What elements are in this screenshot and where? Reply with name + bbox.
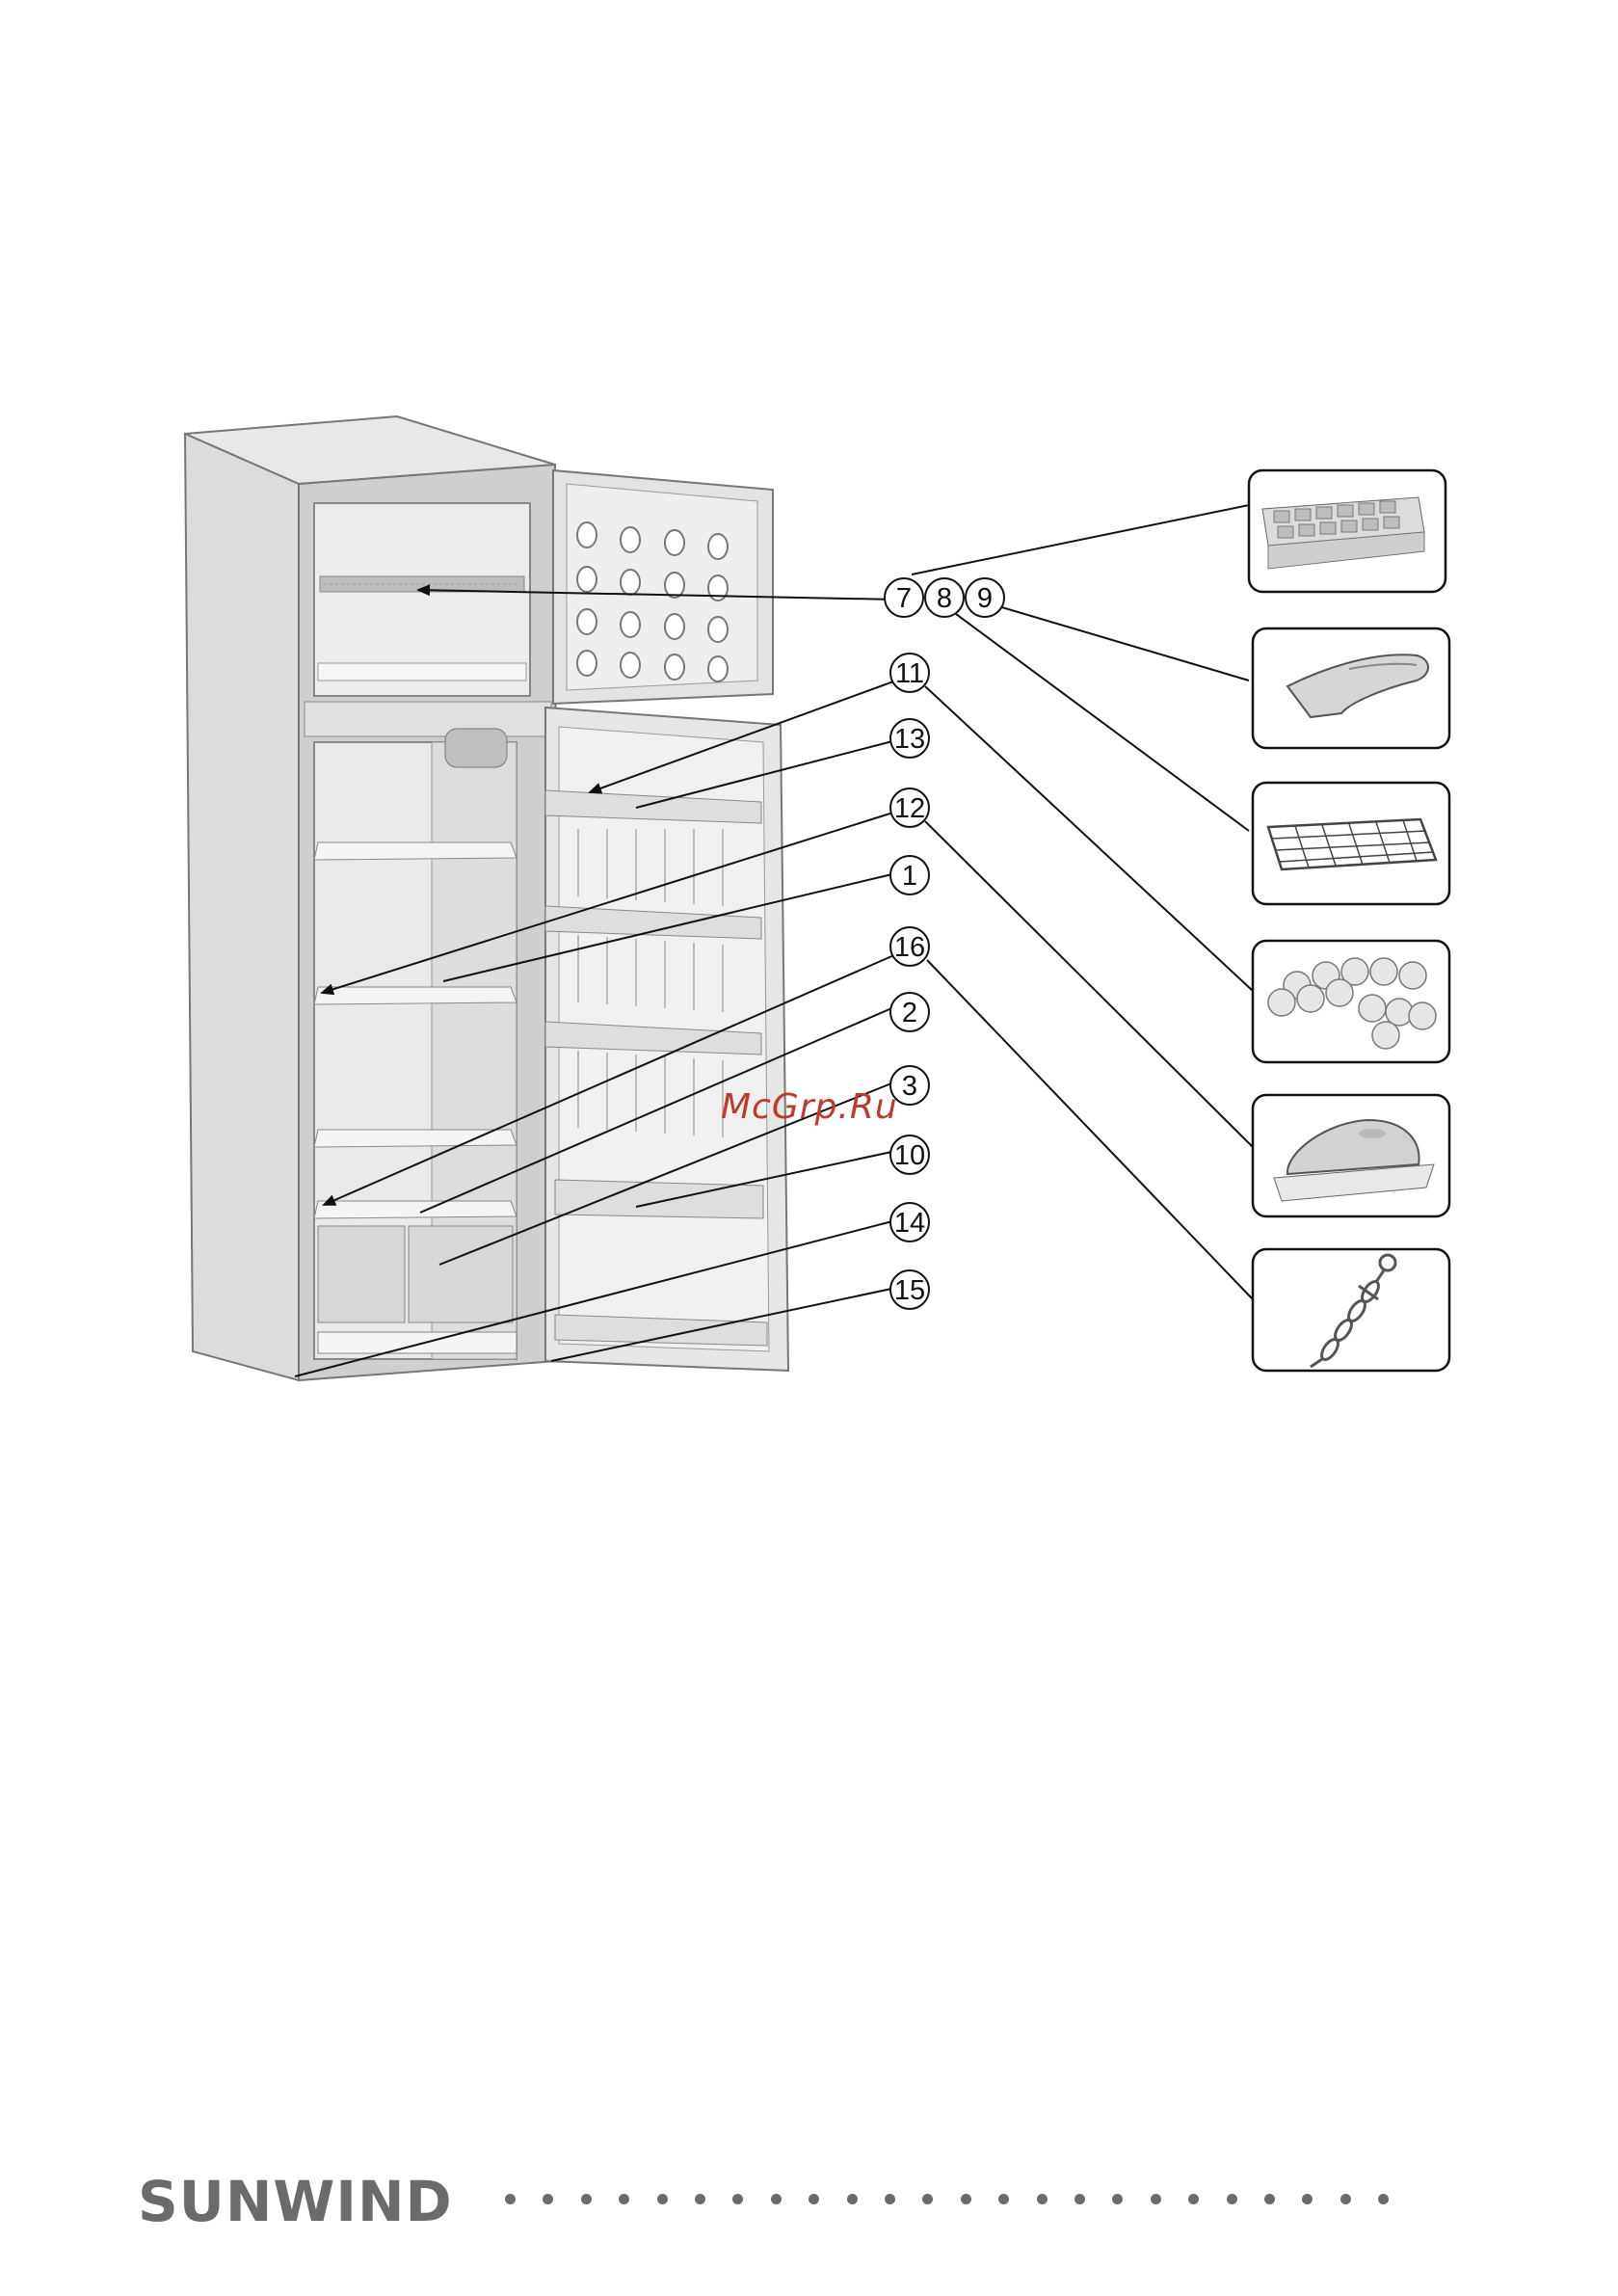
- divider-dot: [885, 2194, 895, 2204]
- divider-dot: [771, 2194, 782, 2204]
- callout-label: 7: [896, 583, 912, 614]
- divider-dot: [1264, 2194, 1275, 2204]
- callout-label: 14: [894, 1208, 925, 1239]
- divider-dot: [1112, 2194, 1123, 2204]
- divider-dot: [543, 2194, 553, 2204]
- divider-dot: [1188, 2194, 1199, 2204]
- callout-label: 2: [902, 998, 917, 1028]
- callout-9: 9: [966, 578, 1004, 617]
- callout-15: 15: [890, 1270, 929, 1309]
- callout-16: 16: [890, 927, 929, 966]
- divider-dot: [1227, 2194, 1237, 2204]
- callout-11: 11: [890, 654, 929, 692]
- callout-14: 14: [890, 1203, 929, 1241]
- callout-label: 10: [894, 1140, 925, 1171]
- watermark: McGrp.Ru: [721, 1087, 898, 1127]
- accessory-bottle-holder-chain: [1253, 1249, 1449, 1371]
- brand-logo: SUNWIND: [138, 2169, 453, 2234]
- callout-10: 10: [890, 1135, 929, 1174]
- callout-1: 1: [890, 856, 929, 894]
- refrigerator-body: [185, 416, 557, 1380]
- callout-label: 15: [894, 1275, 925, 1306]
- divider-dot: [922, 2194, 933, 2204]
- accessory-wire-rack: [1253, 783, 1449, 904]
- divider-dot: [1302, 2194, 1313, 2204]
- divider-dot: [505, 2194, 516, 2204]
- divider-dot: [998, 2194, 1009, 2204]
- divider-dot: [581, 2194, 592, 2204]
- callout-2: 2: [890, 993, 929, 1031]
- callout-label: 9: [977, 583, 993, 614]
- callout-label: 3: [902, 1071, 917, 1102]
- fridge-door: [545, 707, 788, 1371]
- divider-dot: [1074, 2194, 1085, 2204]
- divider-dot: [1037, 2194, 1048, 2204]
- divider-dot: [619, 2194, 629, 2204]
- callout-8: 8: [925, 578, 964, 617]
- accessory-egg-holder: [1253, 941, 1449, 1062]
- divider-dot: [732, 2194, 743, 2204]
- divider-dot: [695, 2194, 705, 2204]
- divider-dot: [1378, 2194, 1389, 2204]
- accessory-ice-scoop: [1253, 628, 1449, 748]
- accessory-ice-cube-tray: [1249, 470, 1446, 592]
- divider-dot: [1151, 2194, 1161, 2204]
- callout-label: 13: [894, 724, 925, 755]
- callout-label: 12: [894, 793, 925, 824]
- callout-label: 1: [902, 861, 917, 892]
- callout-label: 8: [937, 583, 952, 614]
- freezer-door: [553, 470, 773, 704]
- callout-label: 16: [894, 932, 925, 963]
- callout-13: 13: [890, 719, 929, 758]
- footer-dot-divider: [505, 2194, 1420, 2207]
- accessory-butter-dish: [1253, 1095, 1449, 1216]
- callout-label: 11: [895, 658, 924, 689]
- callout-12: 12: [890, 788, 929, 827]
- divider-dot: [1340, 2194, 1351, 2204]
- divider-dot: [847, 2194, 858, 2204]
- divider-dot: [657, 2194, 668, 2204]
- divider-dot: [809, 2194, 819, 2204]
- divider-dot: [961, 2194, 971, 2204]
- callout-7: 7: [885, 578, 923, 617]
